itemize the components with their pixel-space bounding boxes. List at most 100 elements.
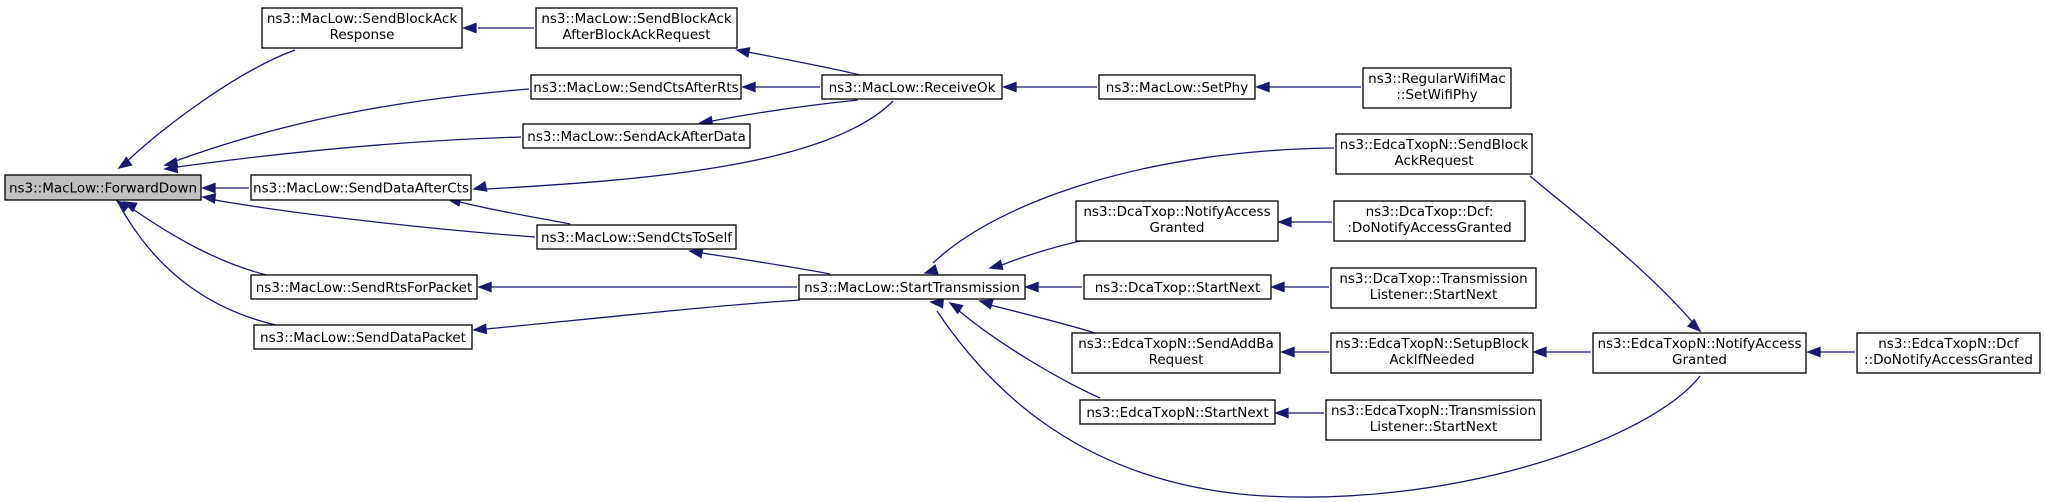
arrowhead-icon xyxy=(1024,281,1039,293)
node-send-data-packet[interactable]: ns3::MacLow::SendDataPacket xyxy=(253,324,473,350)
edge-st-esbar xyxy=(923,147,1335,275)
node-box xyxy=(821,74,1003,100)
node-label: Listener::StartNext xyxy=(1370,287,1498,303)
edge-st-dsn xyxy=(1024,281,1082,293)
node-label: ns3::EdcaTxopN::StartNext xyxy=(1086,405,1268,421)
node-send-block-ack-after-bar[interactable]: ns3::MacLow::SendBlockAckAfterBlockAckRe… xyxy=(535,7,738,49)
edge-line xyxy=(485,299,801,330)
node-label: ns3::MacLow::SendCtsToSelf xyxy=(541,230,733,246)
edge-esab-esb xyxy=(1280,346,1329,358)
node-box xyxy=(250,174,472,201)
edge-fd-scts xyxy=(201,193,536,238)
node-label: ns3::MacLow::SendCtsAfterRts xyxy=(533,80,738,96)
edge-line xyxy=(957,309,1101,399)
node-edca-dcf-do-notify-access-granted[interactable]: ns3::EdcaTxopN::Dcf::DoNotifyAccessGrant… xyxy=(1856,332,2041,374)
node-label: ns3::RegularWifiMac xyxy=(1368,71,1506,87)
node-set-phy[interactable]: ns3::MacLow::SetPhy xyxy=(1098,74,1256,100)
node-box xyxy=(1079,399,1276,425)
node-box xyxy=(522,123,751,149)
node-forward-down[interactable]: ns3::MacLow::ForwardDown xyxy=(4,174,202,201)
edge-fd-saad xyxy=(163,136,522,174)
edge-line xyxy=(736,49,861,76)
node-label: ns3::MacLow::SendDataAfterCts xyxy=(253,181,469,197)
node-label: ns3::MacLow::ForwardDown xyxy=(9,181,197,197)
edge-fd-sdac xyxy=(201,182,249,194)
node-label: ns3::EdcaTxopN::Dcf xyxy=(1878,336,2020,352)
node-label: ns3::EdcaTxopN::SendAddBa xyxy=(1078,336,1274,352)
node-start-transmission[interactable]: ns3::MacLow::StartTransmission xyxy=(798,274,1026,300)
arrowhead-icon xyxy=(688,247,704,259)
node-box xyxy=(1325,399,1542,441)
node-edca-start-next[interactable]: ns3::EdcaTxopN::StartNext xyxy=(1079,399,1276,425)
edge-fd-scar xyxy=(163,88,530,168)
arrowhead-icon xyxy=(1274,407,1289,419)
node-label: AfterBlockAckRequest xyxy=(562,27,710,43)
node-label: ::DoNotifyAccessGranted xyxy=(1864,352,2033,368)
node-dca-transmission-listener-start-next[interactable]: ns3::DcaTxop::TransmissionListener::Star… xyxy=(1330,267,1537,309)
edge-line xyxy=(214,199,536,238)
node-edca-notify-access-granted[interactable]: ns3::EdcaTxopN::NotifyAccessGranted xyxy=(1592,332,1807,374)
node-send-cts-to-self[interactable]: ns3::MacLow::SendCtsToSelf xyxy=(536,224,737,250)
edge-line xyxy=(169,136,522,169)
node-label: ns3::EdcaTxopN::SetupBlock xyxy=(1335,336,1529,352)
node-box xyxy=(1330,267,1537,309)
node-label: AckRequest xyxy=(1394,153,1473,169)
node-box xyxy=(1071,332,1281,374)
node-label: Response xyxy=(330,27,395,43)
edge-fd-srfp xyxy=(122,201,276,278)
node-label: Granted xyxy=(1149,220,1204,236)
arrowhead-icon xyxy=(115,199,131,213)
edge-line xyxy=(936,310,1701,498)
edge-sdp-st xyxy=(472,299,801,335)
node-box xyxy=(1330,332,1534,374)
node-dca-start-next[interactable]: ns3::DcaTxop::StartNext xyxy=(1083,274,1272,300)
edge-st-esab xyxy=(978,299,1096,334)
edge-enag-esbar xyxy=(1529,175,1702,333)
node-label: ::SetWifiPhy xyxy=(1396,87,1477,103)
arrowhead-icon xyxy=(741,81,756,93)
node-box xyxy=(535,7,738,49)
arrowhead-icon xyxy=(1686,318,1702,333)
node-box xyxy=(4,174,202,201)
edge-line xyxy=(459,201,571,225)
node-receive-ok[interactable]: ns3::MacLow::ReceiveOk xyxy=(821,74,1003,100)
node-dca-notify-access-granted[interactable]: ns3::DcaTxop::NotifyAccessGranted xyxy=(1075,200,1279,242)
call-edges xyxy=(115,22,1855,498)
arrowhead-icon xyxy=(117,156,133,170)
arrowhead-icon xyxy=(477,281,492,293)
node-box xyxy=(1083,274,1272,300)
arrowhead-icon xyxy=(1806,346,1821,358)
node-label: ns3::EdcaTxopN::NotifyAccess xyxy=(1597,336,1801,352)
node-edca-transmission-listener-start-next[interactable]: ns3::EdcaTxopN::TransmissionListener::St… xyxy=(1325,399,1542,441)
edge-line xyxy=(932,147,1335,264)
arrowhead-icon xyxy=(923,264,939,275)
node-send-data-after-cts[interactable]: ns3::MacLow::SendDataAfterCts xyxy=(250,174,472,201)
arrowhead-icon xyxy=(978,299,994,310)
node-send-ack-after-data[interactable]: ns3::MacLow::SendAckAfterData xyxy=(522,123,751,149)
edge-line xyxy=(486,100,894,190)
edge-scts-st xyxy=(688,247,831,275)
node-box xyxy=(530,74,742,100)
edge-st-enag xyxy=(929,297,1701,498)
node-label: ns3::DcaTxop::Transmission xyxy=(1339,271,1527,287)
node-regular-wifi-mac-set-wifi-phy[interactable]: ns3::RegularWifiMac::SetWifiPhy xyxy=(1362,67,1512,109)
edge-sp-rwm xyxy=(1255,81,1361,93)
arrowhead-icon xyxy=(735,47,751,58)
edge-enag-edcf xyxy=(1806,346,1855,358)
edge-line xyxy=(169,88,530,164)
arrowhead-icon xyxy=(1277,216,1292,228)
node-send-rts-for-packet[interactable]: ns3::MacLow::SendRtsForPacket xyxy=(250,274,478,300)
arrowhead-icon xyxy=(1280,346,1295,358)
node-label: ns3::MacLow::SendDataPacket xyxy=(260,330,466,346)
edge-fd-sdp xyxy=(115,199,286,328)
node-send-cts-after-rts[interactable]: ns3::MacLow::SendCtsAfterRts xyxy=(530,74,742,100)
edge-sdac-scts xyxy=(446,196,571,225)
edge-srfp-st xyxy=(477,281,797,293)
node-box xyxy=(1592,332,1807,374)
node-dca-dcf-do-notify-access-granted[interactable]: ns3::DcaTxop::Dcf::DoNotifyAccessGranted xyxy=(1333,200,1526,242)
